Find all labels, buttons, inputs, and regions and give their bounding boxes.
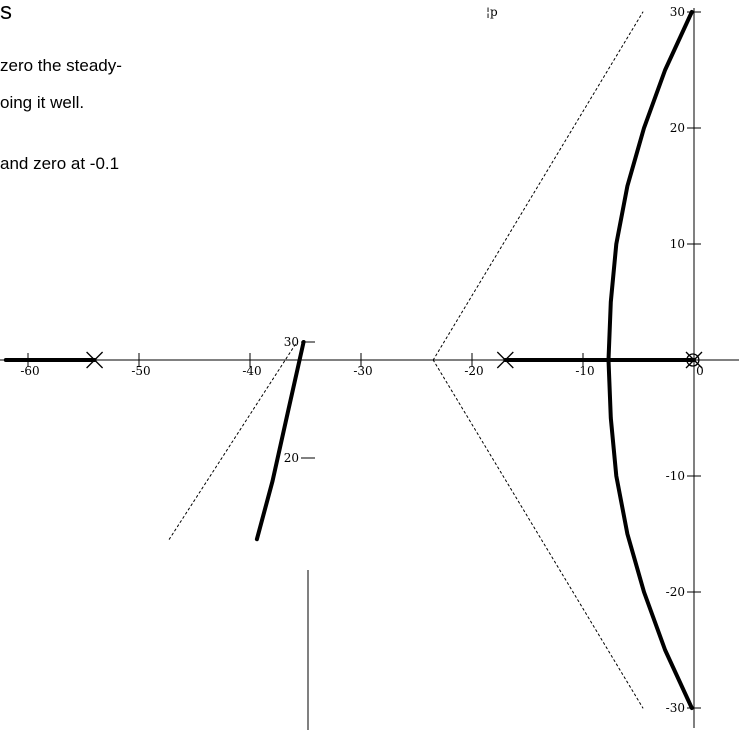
- y-tick-label: -20: [666, 585, 685, 599]
- x-tick-label: -20: [464, 364, 483, 378]
- root-locus-branch: [254, 340, 306, 542]
- root-locus-branch: [606, 10, 694, 362]
- x-tick-label: -50: [131, 364, 150, 378]
- asymptote-line: [168, 341, 298, 540]
- pole-marker: [496, 351, 514, 369]
- top-right-mark: ¦p: [486, 5, 498, 19]
- y-tick-label: 20: [284, 451, 299, 465]
- body-text-line: zero the steady-: [0, 56, 122, 75]
- x-tick-label: -30: [353, 364, 372, 378]
- x-tick-label: 0: [696, 364, 704, 378]
- body-text-line: and zero at -0.1: [0, 154, 120, 173]
- x-tick-label: -10: [575, 364, 594, 378]
- y-tick-label: 10: [670, 237, 685, 251]
- root-locus-branch: [606, 358, 694, 710]
- x-tick-label: -60: [20, 364, 39, 378]
- zero-marker: [686, 353, 700, 367]
- y-tick-label: 30: [284, 335, 299, 349]
- x-tick-label: -40: [242, 364, 261, 378]
- heading-fragment: s: [0, 0, 12, 25]
- pole-marker: [685, 351, 703, 369]
- y-tick-label: 30: [670, 5, 685, 19]
- y-tick-label: -10: [666, 469, 685, 483]
- y-tick-label: 20: [670, 121, 685, 135]
- y-tick-label: -30: [666, 701, 685, 715]
- body-text-line: oing it well.: [0, 93, 85, 112]
- pole-marker: [86, 351, 104, 369]
